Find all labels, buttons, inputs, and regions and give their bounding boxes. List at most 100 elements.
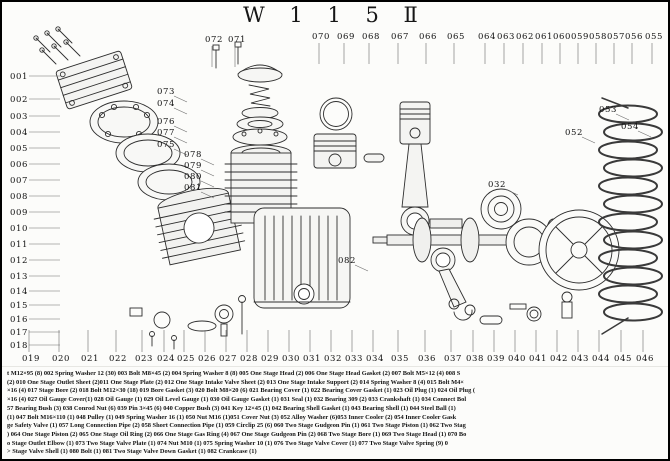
part-number-label: 056 <box>625 32 644 42</box>
part-number-label: 037 <box>444 354 463 364</box>
part-number-label: 071 <box>228 35 247 45</box>
part-number-label: 078 <box>184 150 203 160</box>
part-number-label: 038 <box>466 354 485 364</box>
part-number-label: 027 <box>219 354 238 364</box>
part-number-label: 036 <box>418 354 437 364</box>
part-number-label: 023 <box>135 354 154 364</box>
parts-list-line: ) 064 One Stage Piston (2) 065 One Stage… <box>7 430 467 438</box>
part-number-label: 010 <box>10 224 29 234</box>
part-number-label: 041 <box>529 354 548 364</box>
one-stage-head <box>55 50 133 110</box>
part-number-label: 052 <box>565 128 584 138</box>
part-number-label: 013 <box>10 272 29 282</box>
one-stage-cylinder <box>153 187 246 266</box>
part-number-label: 033 <box>345 354 364 364</box>
part-number-label: 026 <box>198 354 217 364</box>
part-number-label: 075 <box>157 140 176 150</box>
part-number-label: 077 <box>157 128 176 138</box>
crankshaft <box>372 217 532 263</box>
part-number-label: 035 <box>391 354 410 364</box>
parts-list: t M12×95 (8) 002 Spring Washer 12 (30) 0… <box>2 366 668 459</box>
part-number-label: 011 <box>10 240 29 250</box>
part-number-label: 028 <box>240 354 259 364</box>
part-number-label: 068 <box>362 32 381 42</box>
part-number-label: 080 <box>184 172 203 182</box>
part-number-label: 018 <box>10 341 29 351</box>
part-number-label: 081 <box>184 183 203 193</box>
part-number-label: 029 <box>261 354 280 364</box>
part-number-label: 044 <box>592 354 611 364</box>
part-number-label: 045 <box>614 354 633 364</box>
part-number-label: 032 <box>324 354 343 364</box>
part-number-label: 053 <box>599 105 618 115</box>
one-stage-valve-plate <box>89 100 159 144</box>
part-number-label: 040 <box>508 354 527 364</box>
part-number-label: 065 <box>447 32 466 42</box>
part-number-label: 059 <box>571 32 590 42</box>
part-number-label: 030 <box>282 354 301 364</box>
small-parts <box>129 291 573 350</box>
part-number-label: 005 <box>10 144 29 154</box>
part-number-label: 015 <box>10 301 29 311</box>
part-number-label: 066 <box>419 32 438 42</box>
parts-list-line: (1) 047 Bolt M16×110 (1) 048 Pulley (1) … <box>7 413 457 421</box>
part-number-label: 022 <box>109 354 128 364</box>
part-number-label: 009 <box>10 208 29 218</box>
part-number-label: 074 <box>157 99 176 109</box>
part-number-label: 079 <box>184 161 203 171</box>
parts-list-line: > Stage Valve Shell (1) 080 Bolt (1) 081… <box>7 448 257 456</box>
one-stage-piston <box>313 97 385 169</box>
part-number-label: 001 <box>10 72 29 82</box>
part-number-label: 042 <box>550 354 569 364</box>
conrod-exploded <box>430 247 473 321</box>
part-number-label: 046 <box>636 354 655 364</box>
page-title: W 1 1 5 Ⅱ <box>243 3 427 27</box>
bearing-309 <box>480 188 522 230</box>
part-number-label: 069 <box>337 32 356 42</box>
part-number-label: 017 <box>10 328 29 338</box>
part-number-label: 025 <box>177 354 196 364</box>
part-number-label: 008 <box>10 192 29 202</box>
part-number-label: 055 <box>645 32 664 42</box>
part-number-label: 012 <box>10 256 29 266</box>
two-stage-piston-conrod <box>399 101 431 236</box>
part-number-label: 072 <box>205 35 224 45</box>
part-number-label: 016 <box>10 315 29 325</box>
part-number-label: 060 <box>553 32 572 42</box>
parts-list-line: ×16 (4) 027 Oil Gauge Cover(1) 028 Oil G… <box>7 396 467 404</box>
part-number-label: 061 <box>535 32 554 42</box>
part-number-label: 076 <box>157 117 176 127</box>
head-bolts <box>33 26 81 65</box>
part-number-label: 058 <box>589 32 608 42</box>
part-number-label: 004 <box>10 128 29 138</box>
part-number-label: 031 <box>303 354 322 364</box>
part-number-label: 073 <box>157 87 176 97</box>
part-number-label: 062 <box>516 32 535 42</box>
two-stage-valve-stack <box>212 41 288 146</box>
part-number-label: 070 <box>312 32 331 42</box>
part-number-label: 043 <box>571 354 590 364</box>
part-number-label: 007 <box>10 176 29 186</box>
part-number-label: 064 <box>478 32 497 42</box>
part-number-label: 082 <box>338 256 357 266</box>
part-number-label: 006 <box>10 160 29 170</box>
part-number-label: 034 <box>366 354 385 364</box>
part-number-label: 024 <box>157 354 176 364</box>
parts-list-line: 57 Bearing Bush (3) 038 Conrod Nut (6) 0… <box>7 404 456 412</box>
parts-list-line: t M12×95 (8) 002 Spring Washer 12 (30) 0… <box>7 370 461 377</box>
parts-list-line: ×16 (4) 017 Stage Bore (2) 018 Bolt M12×… <box>7 387 476 395</box>
part-number-label: 067 <box>391 32 410 42</box>
part-number-label: 019 <box>22 354 41 364</box>
part-number-label: 002 <box>10 95 29 105</box>
leader-lines <box>28 43 653 352</box>
inner-cooler-coil <box>598 97 663 335</box>
parts-list-line: o Stage Outlet Elbow (1) 073 Two Stage V… <box>7 439 448 447</box>
parts-list-line: ge Safety Valve (1) 057 Long Connection … <box>7 422 466 430</box>
crankcase <box>253 207 351 309</box>
part-number-label: 063 <box>497 32 516 42</box>
part-number-label: 039 <box>487 354 506 364</box>
part-number-label: 014 <box>10 287 29 297</box>
